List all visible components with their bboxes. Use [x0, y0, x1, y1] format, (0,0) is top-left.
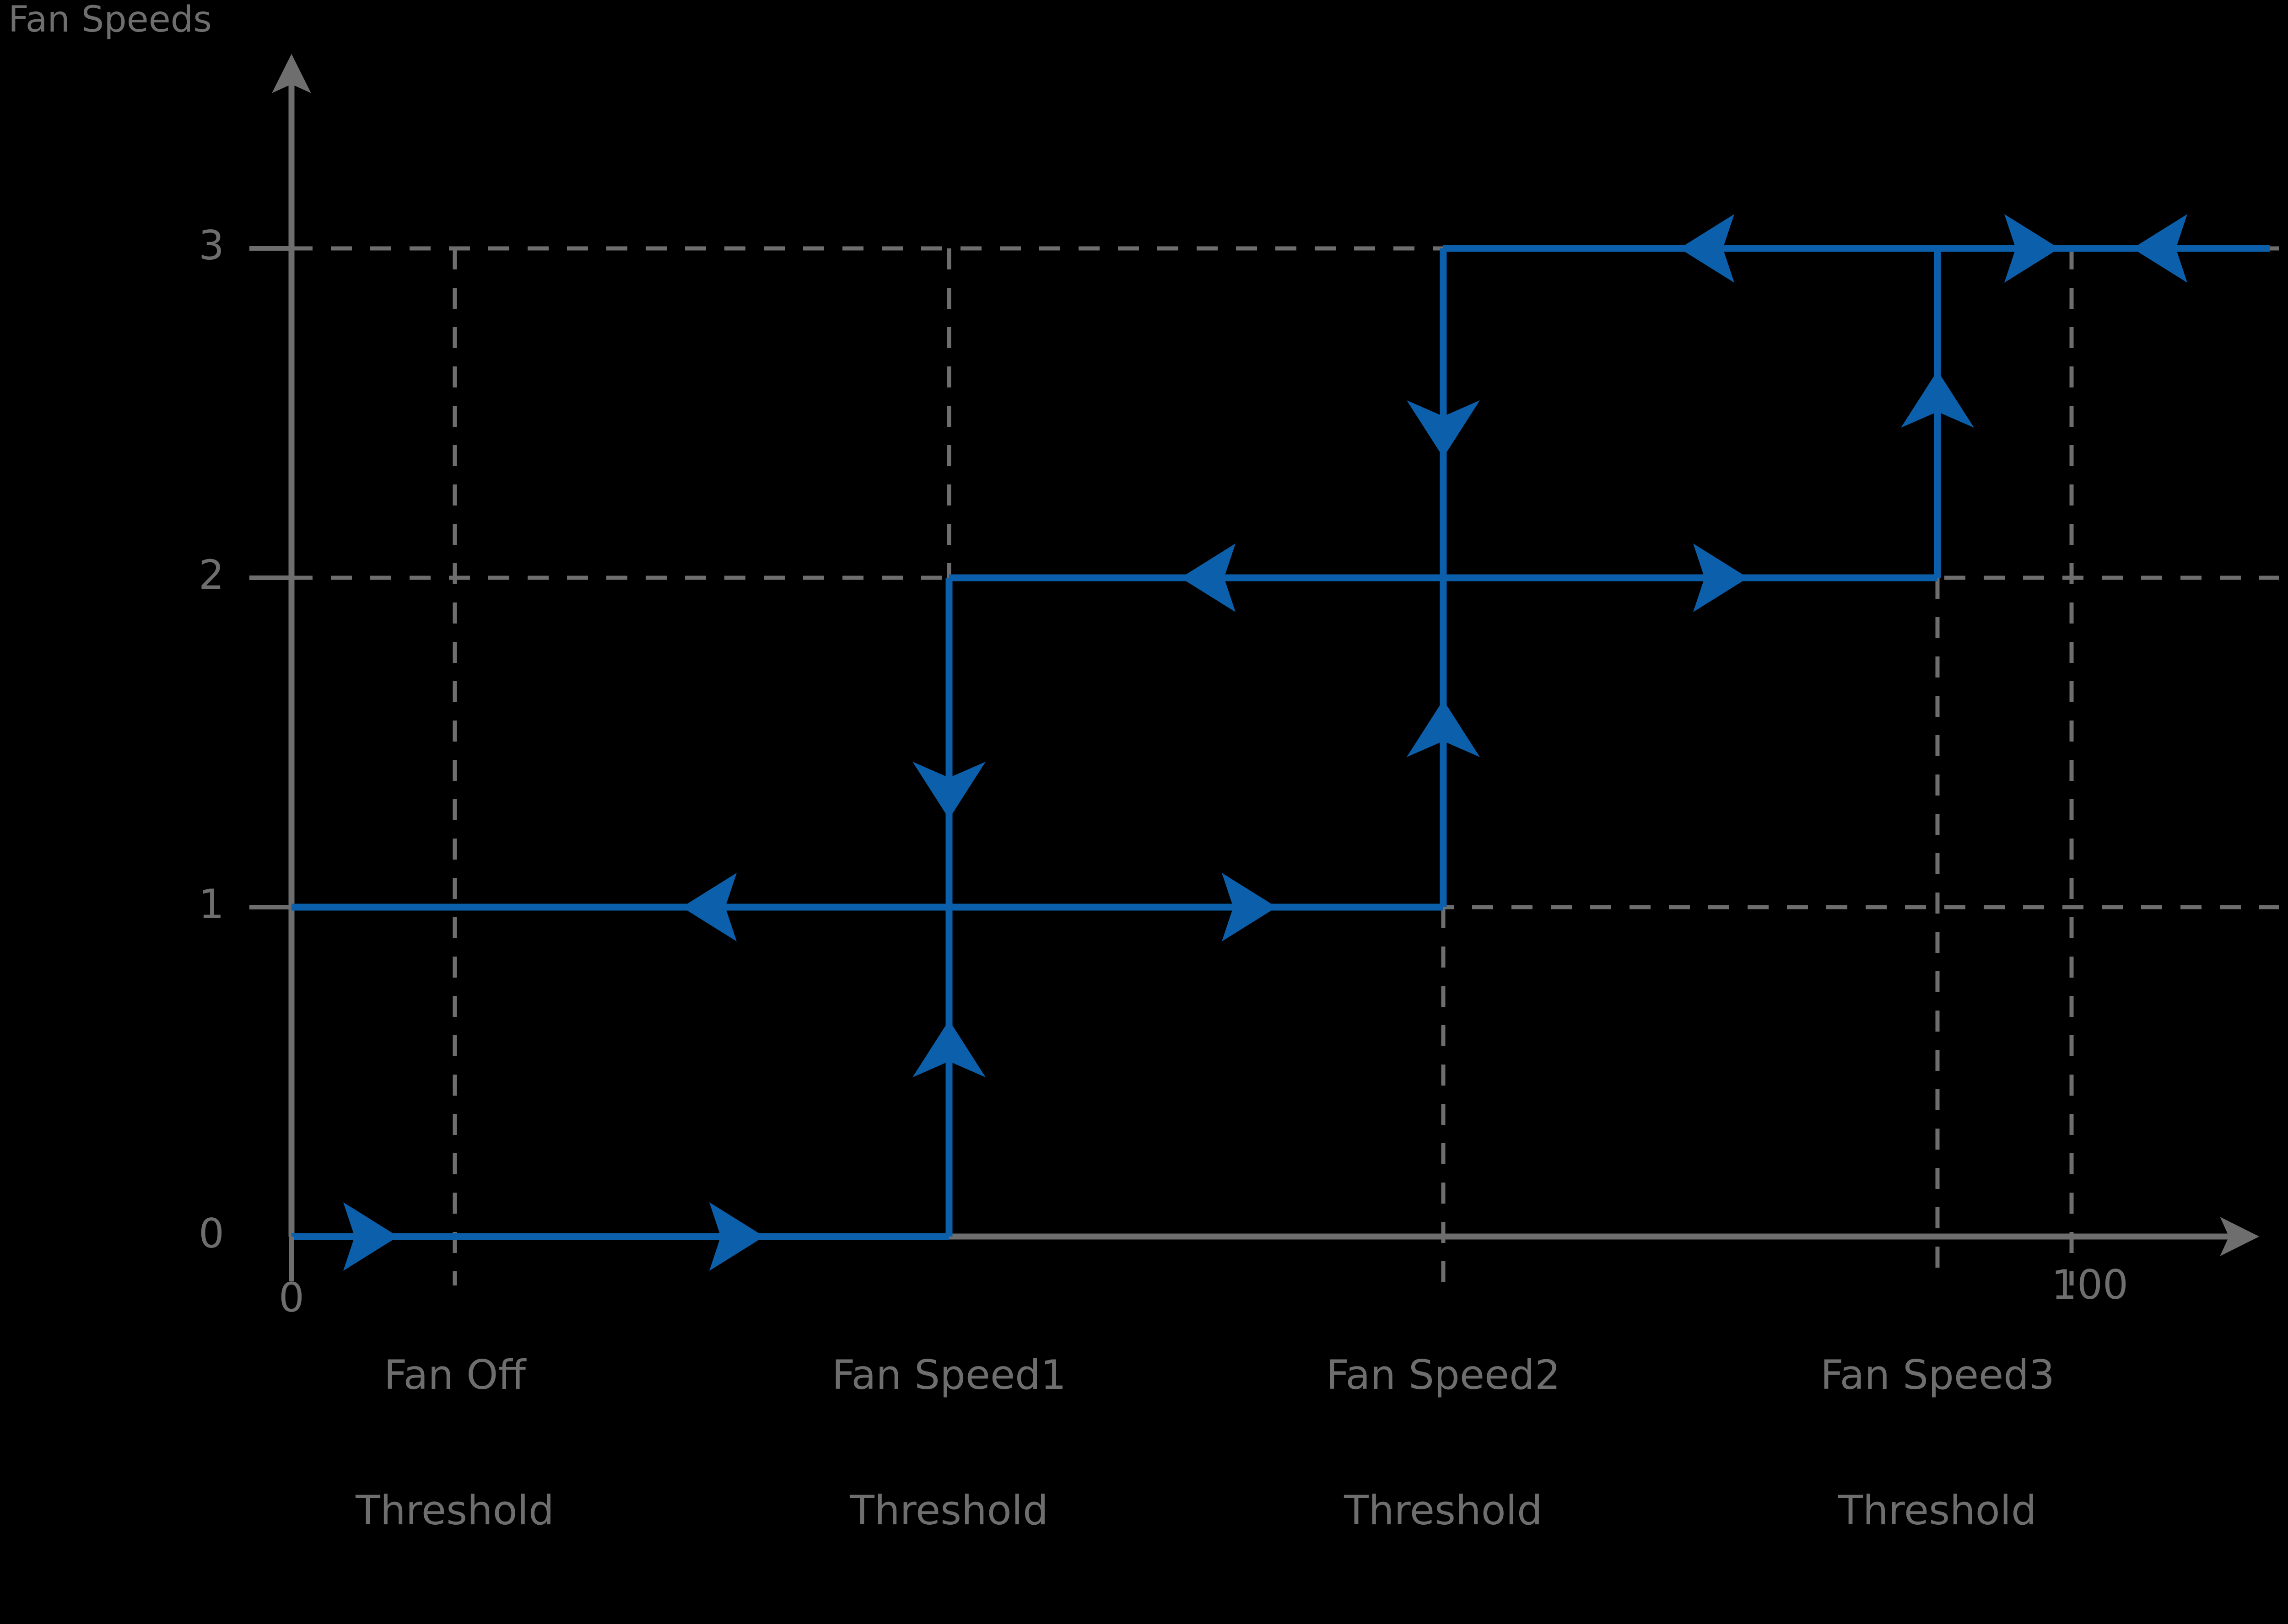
y-tick-label-3: 3 — [199, 222, 224, 269]
arrow-left-level2 — [1181, 543, 1236, 612]
arrow-right-level2 — [1693, 543, 1748, 612]
y-tick-label-0: 0 — [199, 1210, 224, 1257]
axis-lines — [272, 54, 2260, 1256]
arrow-left-level3-1 — [1679, 214, 1734, 283]
threshold-label-fan-speed2: Fan Speed2 Threshold — [1301, 1263, 1585, 1623]
threshold-label-fan-off-line1: Fan Off — [383, 1351, 526, 1399]
threshold-label-fan-speed1-line1: Fan Speed1 — [831, 1351, 1067, 1399]
arrow-right-level1 — [1222, 873, 1277, 941]
threshold-label-fan-speed2-line1: Fan Speed2 — [1326, 1351, 1561, 1399]
direction-arrowheads — [343, 214, 2187, 1271]
arrow-down-speed2-threshold — [1407, 400, 1480, 457]
threshold-label-fan-speed3-line1: Fan Speed3 — [1820, 1351, 2055, 1399]
arrow-up-speed2-threshold — [1407, 700, 1480, 757]
arrow-up-speed1-threshold — [912, 1020, 986, 1077]
threshold-label-fan-speed3-line2: Threshold — [1838, 1486, 2037, 1534]
x-tick-label-0: 0 — [279, 1274, 304, 1321]
threshold-label-fan-off: Fan Off Threshold — [313, 1263, 597, 1623]
fan-speed-hysteresis-diagram: Fan Speeds 3 2 1 0 0 100 Fan Off Thresho… — [8, 0, 2279, 1533]
arrow-left-level1 — [682, 873, 737, 941]
threshold-label-fan-speed2-line2: Threshold — [1344, 1486, 1543, 1534]
y-axis-ticks — [249, 246, 291, 909]
threshold-label-fan-speed1-line2: Threshold — [850, 1486, 1048, 1534]
plot-canvas — [249, 54, 2279, 1285]
threshold-label-fan-off-line2: Threshold — [356, 1486, 554, 1534]
y-tick-label-1: 1 — [199, 881, 224, 928]
threshold-gridlines — [453, 248, 2074, 1285]
x-axis-title: Fan Control Value [%] — [2283, 1212, 2288, 1549]
x-axis-title-line2: [%] — [2283, 1422, 2288, 1464]
x-tick-label-100: 100 — [2051, 1261, 2128, 1308]
threshold-label-fan-speed3: Fan Speed3 Threshold — [1796, 1263, 2079, 1623]
y-tick-label-2: 2 — [199, 551, 224, 598]
arrow-up-speed3-threshold — [1901, 371, 1974, 428]
arrow-down-speed1-threshold — [912, 762, 986, 819]
arrow-left-level3-2 — [2132, 214, 2187, 283]
y-axis-title: Fan Speeds — [8, 0, 212, 40]
threshold-label-fan-speed1: Fan Speed1 Threshold — [807, 1263, 1091, 1623]
arrow-right-baseline-1 — [343, 1202, 398, 1271]
fan-curve — [291, 245, 2270, 1240]
arrow-right-level3 — [2004, 214, 2059, 283]
arrow-right-baseline-2 — [709, 1202, 764, 1271]
x-axis-title-line1: Fan Control Value — [2283, 1296, 2288, 1339]
